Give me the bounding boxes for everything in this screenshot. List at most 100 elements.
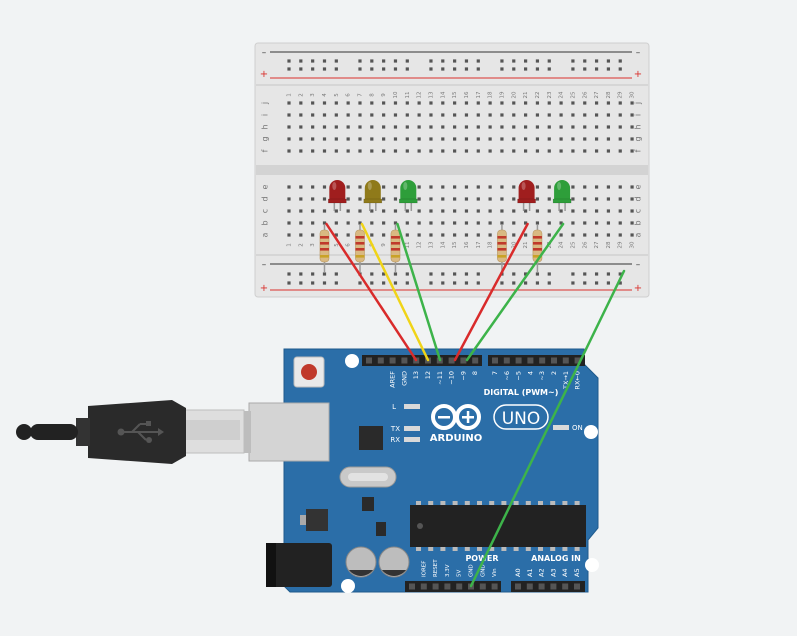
breadboard-hole[interactable]: [346, 101, 350, 105]
breadboard-hole[interactable]: [358, 209, 362, 213]
breadboard-hole[interactable]: [322, 113, 327, 117]
breadboard-hole[interactable]: [382, 221, 386, 225]
breadboard-hole[interactable]: [358, 125, 362, 129]
breadboard-hole[interactable]: [559, 209, 563, 213]
breadboard-hole[interactable]: [464, 137, 469, 141]
breadboard-hole[interactable]: [441, 125, 445, 129]
breadboard-hole[interactable]: [464, 125, 469, 129]
breadboard-hole[interactable]: [299, 101, 303, 105]
rail-hole[interactable]: [311, 281, 315, 285]
breadboard-hole[interactable]: [322, 197, 327, 201]
breadboard-hole[interactable]: [535, 209, 540, 213]
breadboard-hole[interactable]: [334, 233, 338, 237]
breadboard-hole[interactable]: [512, 149, 516, 153]
breadboard[interactable]: ––––++++11223344556677889910101111121213…: [254, 42, 650, 298]
rail-hole[interactable]: [618, 67, 622, 71]
breadboard-hole[interactable]: [346, 185, 350, 189]
breadboard-hole[interactable]: [488, 101, 492, 105]
rail-hole[interactable]: [299, 59, 303, 63]
breadboard-hole[interactable]: [299, 209, 303, 213]
breadboard-hole[interactable]: [512, 137, 516, 141]
rail-hole[interactable]: [429, 59, 433, 63]
breadboard-hole[interactable]: [358, 113, 362, 117]
rail-hole[interactable]: [535, 281, 540, 285]
rail-hole[interactable]: [464, 281, 469, 285]
breadboard-hole[interactable]: [405, 209, 409, 213]
breadboard-hole[interactable]: [630, 101, 634, 105]
breadboard-hole[interactable]: [370, 221, 374, 225]
breadboard-hole[interactable]: [618, 113, 622, 117]
breadboard-hole[interactable]: [311, 125, 315, 129]
power-header-pin[interactable]: [479, 583, 486, 590]
rail-hole[interactable]: [583, 59, 587, 63]
breadboard-hole[interactable]: [524, 101, 528, 105]
power-header-pin[interactable]: [409, 583, 415, 590]
rail-hole[interactable]: [429, 67, 433, 71]
breadboard-hole[interactable]: [358, 149, 362, 153]
breadboard-hole[interactable]: [535, 113, 540, 117]
breadboard-hole[interactable]: [311, 149, 315, 153]
rail-hole[interactable]: [453, 272, 457, 276]
breadboard-hole[interactable]: [524, 209, 528, 213]
breadboard-hole[interactable]: [441, 137, 445, 141]
breadboard-hole[interactable]: [453, 197, 457, 201]
rail-hole[interactable]: [606, 281, 611, 285]
breadboard-hole[interactable]: [606, 113, 611, 117]
breadboard-hole[interactable]: [382, 125, 386, 129]
breadboard-hole[interactable]: [488, 221, 492, 225]
rail-hole[interactable]: [618, 281, 622, 285]
rail-hole[interactable]: [322, 281, 327, 285]
breadboard-hole[interactable]: [311, 185, 315, 189]
breadboard-hole[interactable]: [500, 209, 504, 213]
rail-hole[interactable]: [299, 272, 303, 276]
analog-header-pin[interactable]: [515, 583, 521, 590]
rail-hole[interactable]: [429, 281, 433, 285]
rail-hole[interactable]: [382, 59, 386, 63]
breadboard-hole[interactable]: [524, 125, 528, 129]
breadboard-hole[interactable]: [488, 113, 492, 117]
rail-hole[interactable]: [358, 67, 362, 71]
breadboard-hole[interactable]: [571, 113, 575, 117]
breadboard-hole[interactable]: [417, 125, 421, 129]
breadboard-hole[interactable]: [453, 101, 457, 105]
breadboard-hole[interactable]: [429, 233, 433, 237]
breadboard-hole[interactable]: [512, 101, 516, 105]
breadboard-hole[interactable]: [488, 125, 492, 129]
breadboard-hole[interactable]: [559, 113, 563, 117]
rail-hole[interactable]: [547, 281, 551, 285]
breadboard-hole[interactable]: [405, 125, 409, 129]
rail-hole[interactable]: [370, 272, 374, 276]
breadboard-hole[interactable]: [429, 149, 433, 153]
breadboard-hole[interactable]: [382, 137, 386, 141]
led-yellow[interactable]: [363, 180, 383, 211]
rail-hole[interactable]: [512, 281, 516, 285]
rail-hole[interactable]: [405, 59, 409, 63]
breadboard-hole[interactable]: [358, 185, 362, 189]
breadboard-hole[interactable]: [464, 101, 469, 105]
digital-header-pin[interactable]: [539, 357, 546, 364]
breadboard-hole[interactable]: [287, 101, 291, 105]
breadboard-hole[interactable]: [299, 149, 303, 153]
rail-hole[interactable]: [393, 281, 398, 285]
breadboard-hole[interactable]: [453, 113, 457, 117]
breadboard-hole[interactable]: [606, 101, 611, 105]
breadboard-hole[interactable]: [382, 149, 386, 153]
breadboard-hole[interactable]: [370, 137, 374, 141]
rail-hole[interactable]: [393, 67, 398, 71]
breadboard-hole[interactable]: [547, 137, 551, 141]
rail-hole[interactable]: [594, 67, 599, 71]
breadboard-hole[interactable]: [547, 209, 551, 213]
breadboard-hole[interactable]: [500, 221, 504, 225]
breadboard-hole[interactable]: [346, 209, 350, 213]
breadboard-hole[interactable]: [464, 197, 469, 201]
led-green-2[interactable]: [552, 180, 572, 211]
breadboard-hole[interactable]: [311, 221, 315, 225]
wire-yellow-12[interactable]: [360, 222, 430, 362]
breadboard-hole[interactable]: [453, 233, 457, 237]
breadboard-hole[interactable]: [630, 125, 634, 129]
digital-header-pin[interactable]: [366, 357, 372, 364]
breadboard-hole[interactable]: [417, 233, 421, 237]
rail-hole[interactable]: [441, 272, 445, 276]
rail-hole[interactable]: [476, 59, 480, 63]
breadboard-hole[interactable]: [287, 125, 291, 129]
